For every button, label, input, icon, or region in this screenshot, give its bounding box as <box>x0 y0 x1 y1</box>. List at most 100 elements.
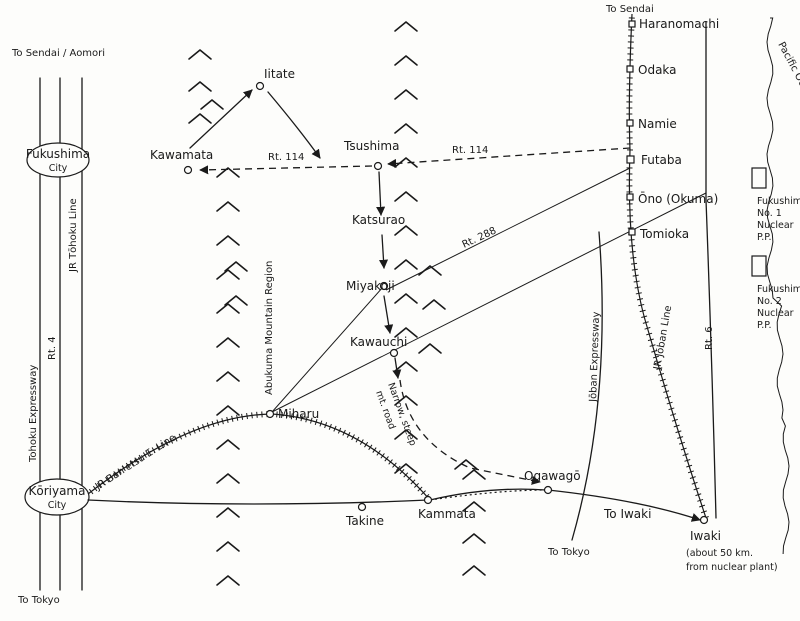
rail-tick <box>651 349 658 353</box>
rail-tick <box>285 412 288 419</box>
rail-tick <box>226 416 229 423</box>
rail-tick <box>631 262 638 265</box>
rail-tick <box>646 332 653 336</box>
plant1-line2: No. 1 <box>757 208 782 219</box>
mountain-chevron <box>224 295 248 306</box>
edge-label-bottom-mid: To Tokyo <box>547 547 590 558</box>
place-kawauchi: Kawauchi <box>350 335 407 358</box>
mountain-chevrons-center <box>188 49 478 470</box>
rail-tick <box>642 321 649 324</box>
route-katsurao-miyakoji <box>378 234 389 269</box>
rail-tick <box>659 378 666 382</box>
rail-tick <box>664 395 671 399</box>
mountain-chevrons-left <box>216 167 240 586</box>
rail-tick <box>406 475 412 481</box>
place-iwaki: Iwaki (about 50 km. from nuclear plant) <box>686 515 778 573</box>
place-kawamata-label: Kawamata <box>150 148 213 162</box>
mountain-chevron <box>394 293 418 304</box>
mountain-chevron <box>394 123 418 134</box>
route-label-jr-joban: JR Jōban Line <box>652 305 674 372</box>
rail-tick <box>680 447 687 451</box>
rail-tick <box>300 415 303 422</box>
rt6-road-line <box>705 21 717 519</box>
mountain-chevron <box>394 191 418 202</box>
place-ono-label: Ōno (Okuma) <box>638 192 718 206</box>
rail-tick <box>202 424 205 431</box>
rail-tick <box>333 425 337 432</box>
ocean-label: Pacific Ocean <box>775 40 800 104</box>
mountain-region-label: Abukuma Mountain Region <box>264 261 275 395</box>
mountain-chevron <box>394 395 418 406</box>
rt114-from-futaba <box>387 147 631 168</box>
road-ogawago-iwaki <box>547 489 701 522</box>
place-tomioka: Tomioka <box>628 227 689 241</box>
rail-tick <box>691 481 698 485</box>
place-ogawago: Ogawagō <box>524 469 581 495</box>
nuclear-plant-1: Fukushima No. 1 Nuclear P.P. <box>751 167 800 243</box>
mountain-chevron <box>216 439 240 450</box>
rail-tick <box>364 441 369 448</box>
jr-banetsu-ticks <box>88 410 430 499</box>
mountain-chevron <box>216 303 240 314</box>
rail-tick <box>678 441 685 445</box>
rail-tick <box>314 418 318 426</box>
mountain-chevron <box>422 299 446 310</box>
rail-tick <box>682 453 689 457</box>
rail-tick <box>113 471 118 477</box>
rail-tick <box>324 422 328 429</box>
rail-tick <box>700 510 707 514</box>
mountain-chevron <box>216 405 240 416</box>
route-label-rt6: Rt. 6 <box>704 326 715 350</box>
rail-tick <box>305 416 308 423</box>
rail-tick <box>328 423 332 430</box>
rail-tick <box>684 459 691 462</box>
rail-tick <box>638 303 645 307</box>
place-odaka: Odaka <box>626 63 677 77</box>
rail-tick <box>410 479 416 485</box>
rail-tick <box>632 274 639 277</box>
rail-tick <box>251 412 253 419</box>
mountain-chevron <box>188 113 212 124</box>
rail-tick <box>368 444 373 451</box>
rail-tick <box>403 472 409 478</box>
city-fukushima-name: Fukushima <box>26 147 90 161</box>
rail-tick <box>169 437 174 444</box>
rail-tick <box>130 460 135 466</box>
mountain-chevron <box>394 429 418 440</box>
rail-tick <box>256 411 258 418</box>
rail-tick <box>629 251 636 253</box>
steep-mountain-road <box>399 379 541 485</box>
plant1-line1: Fukushima <box>757 196 800 207</box>
rt114-westward <box>199 165 373 175</box>
mountain-chevron <box>216 235 240 246</box>
place-takine: Takine <box>345 502 384 528</box>
rail-tick <box>399 469 405 475</box>
rail-tick <box>206 422 210 429</box>
mountain-chevron <box>394 225 418 236</box>
mountain-chevron <box>224 261 248 272</box>
place-tsushima: Tsushima <box>343 139 399 171</box>
rail-tick <box>384 456 389 462</box>
route-label-rt288: Rt. 288 <box>461 225 499 250</box>
rail-tick <box>420 490 426 496</box>
mountain-chevron <box>454 459 478 470</box>
rail-tick <box>649 344 656 347</box>
place-tomioka-label: Tomioka <box>639 227 689 241</box>
city-koriyama-name: Kōriyama <box>29 484 86 498</box>
rail-tick <box>413 482 419 488</box>
mountain-chevron <box>394 327 418 338</box>
route-kawamata-iitate <box>189 89 253 149</box>
rail-tick <box>236 414 239 421</box>
mountain-chevron <box>394 89 418 100</box>
rail-tick <box>211 420 215 428</box>
edge-label-bottom-left: To Tokyo <box>17 595 60 606</box>
place-kawauchi-label: Kawauchi <box>350 335 407 349</box>
place-iitate: Iitate <box>255 67 295 91</box>
rail-tick <box>183 431 187 438</box>
rail-tick <box>165 440 169 446</box>
rail-tick <box>693 487 700 491</box>
rail-tick <box>359 439 364 445</box>
rail-tick <box>281 411 283 418</box>
rail-tick <box>695 493 702 497</box>
